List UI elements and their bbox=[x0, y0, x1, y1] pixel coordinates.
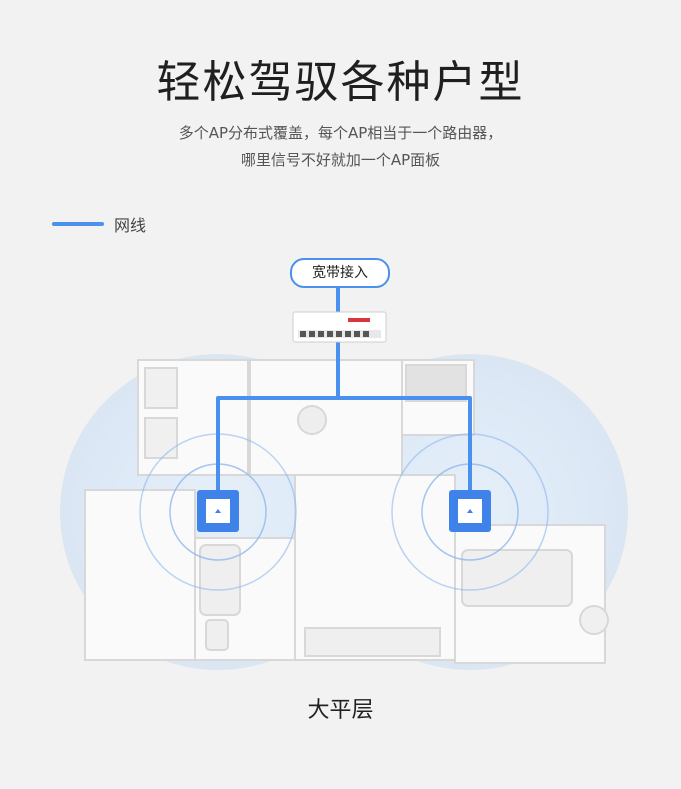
bed-left-2 bbox=[144, 417, 178, 459]
floorplan-caption: 大平层 bbox=[307, 698, 374, 723]
cable-to-right-ap bbox=[338, 396, 472, 490]
ap-panel-right bbox=[449, 490, 491, 532]
switch-brand-mark bbox=[348, 318, 370, 322]
shelf-top-right bbox=[405, 364, 467, 402]
toilet-left bbox=[205, 619, 229, 651]
table-top-middle bbox=[297, 405, 327, 435]
sofa-living bbox=[461, 549, 573, 607]
cable-legend-swatch bbox=[52, 222, 104, 226]
ap-led-icon bbox=[215, 509, 221, 513]
plant-living bbox=[579, 605, 609, 635]
network-cables bbox=[216, 284, 472, 490]
page-subtitle: 多个AP分布式覆盖，每个AP相当于一个路由器， 哪里信号不好就加一个AP面板 bbox=[0, 120, 681, 174]
subtitle-line-2: 哪里信号不好就加一个AP面板 bbox=[240, 151, 441, 169]
subtitle-line-1: 多个AP分布式覆盖，每个AP相当于一个路由器， bbox=[178, 124, 503, 142]
ap-led-icon bbox=[467, 509, 473, 513]
network-switch bbox=[292, 311, 387, 343]
kitchen-counter bbox=[304, 627, 441, 657]
ap-panel-left bbox=[197, 490, 239, 532]
bed-left bbox=[144, 367, 178, 409]
cable-legend-label: 网线 bbox=[114, 216, 147, 235]
page-title: 轻松驾驭各种户型 bbox=[156, 57, 525, 108]
cable-to-left-ap bbox=[216, 396, 338, 490]
cable-legend: 网线 bbox=[52, 212, 146, 236]
floorplan-diagram bbox=[60, 284, 628, 670]
broadband-access-label: 宽带接入 bbox=[290, 258, 390, 288]
bathtub-left bbox=[199, 544, 241, 616]
